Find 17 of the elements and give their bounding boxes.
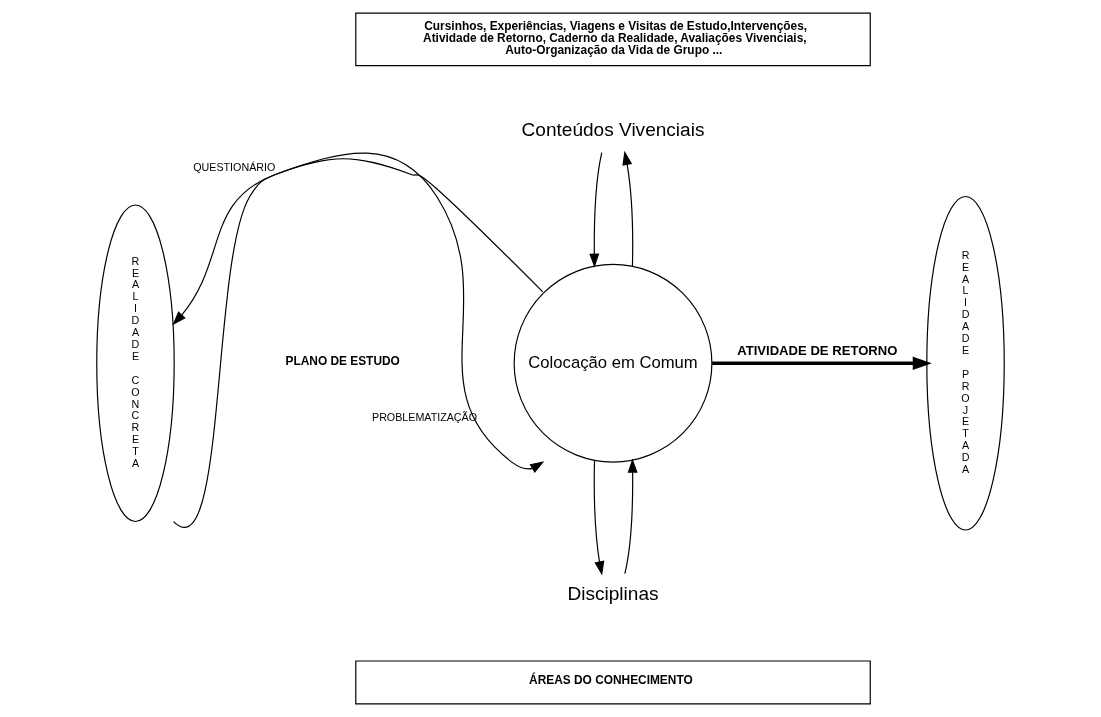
arrow bbox=[712, 356, 932, 370]
arrow bbox=[593, 460, 605, 576]
edge-label: QUESTIONÁRIO bbox=[193, 161, 276, 174]
node-text: Disciplinas bbox=[567, 583, 659, 605]
arrow bbox=[589, 152, 603, 268]
node-text: Conteúdos Vivenciais bbox=[521, 118, 705, 140]
node-box: ÁREAS DO CONHECIMENTO bbox=[355, 660, 871, 705]
node-box: Cursinhos, Experiências, Viagens e Visitas de Estudo,Intervenções, Atividade de Retorno, Caderno da Realidade, Avaliações Vivenciais, Auto-Organização da Vida de Grupo ... bbox=[355, 12, 871, 67]
arrow bbox=[622, 150, 634, 267]
node-ellipse: REALIDADE CONCRETA bbox=[96, 204, 175, 523]
label: PLANO DE ESTUDO bbox=[285, 354, 400, 369]
arrow bbox=[173, 152, 545, 528]
arrow bbox=[172, 158, 544, 326]
arrow bbox=[624, 458, 638, 575]
node-circle: Colocação em Comum bbox=[513, 263, 713, 463]
edge-label: ATIVIDADE DE RETORNO bbox=[737, 342, 898, 358]
node-ellipse: REALIDADE PROJETADA bbox=[926, 195, 1005, 531]
